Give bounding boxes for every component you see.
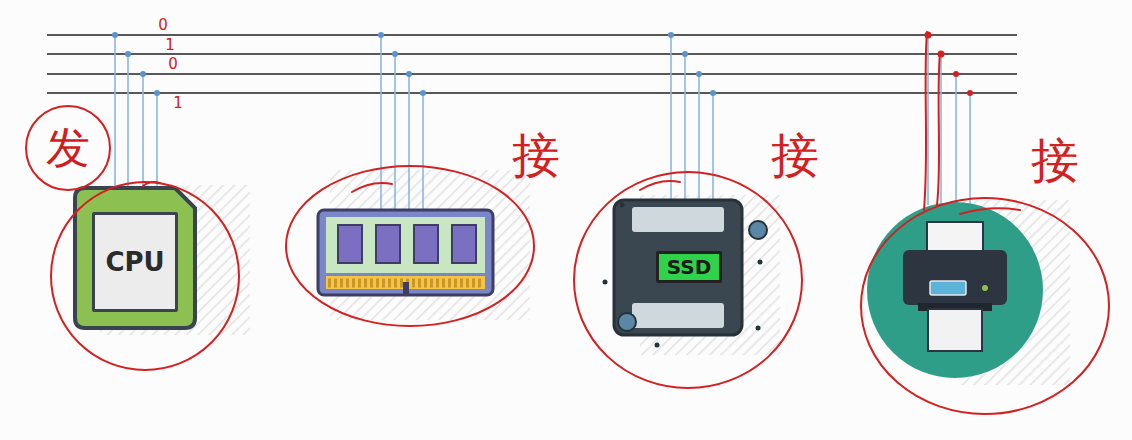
wire [712,93,714,202]
handwritten-stroke [352,183,392,192]
junction-dot [668,32,674,38]
memory-shadow [330,170,530,320]
junction-dot [392,51,398,57]
ssd-deco [620,203,625,208]
wire [927,35,929,205]
ssd-deco [618,313,636,331]
bit-digit: 0 [156,18,170,33]
junction-dot [406,71,412,77]
bit-digit: 1 [163,37,177,52]
junction-dot [140,71,146,77]
bus-line [47,34,1017,36]
handwritten-stroke [924,32,927,210]
memory-frame [318,210,493,295]
wire [394,54,396,212]
bit-digit: 1 [171,96,185,111]
junction-dot [938,51,945,58]
cpu-chip [75,188,195,328]
bit-digit: 0 [166,57,180,72]
device-wires [115,35,970,212]
memory-board [326,217,485,273]
ssd-deco [758,260,763,265]
handwritten-note: 接 [771,131,819,179]
ssd-deco [756,326,761,331]
junction-dot [112,32,118,38]
handwritten-circle [574,172,802,388]
printer-button [982,285,988,291]
device-label: CPU [105,249,164,275]
junction-dot [154,90,160,96]
handwritten-note: 接 [1031,136,1079,184]
printer-paper-out [928,309,982,351]
ssd-deco [655,343,660,348]
ssd-body [614,200,742,335]
wire [670,35,672,202]
memory-chip [452,225,476,263]
red-dots [925,32,974,97]
junction-dot [953,71,959,77]
printer-body [903,250,1007,305]
wire [940,54,942,205]
wire [380,35,382,212]
junction-dot [420,90,426,96]
handwritten-stroke [937,52,940,205]
handwritten-stroke [640,181,680,190]
cpu-label-plate: CPU [92,212,178,312]
bus-lines [47,35,1017,93]
ssd-icon [603,200,768,348]
junction-dot [378,32,384,38]
bus-line [47,53,1017,55]
junction-dot [967,90,973,96]
junction-dot [125,51,131,57]
handwritten-circle-note: 发 [24,104,112,192]
handwritten-circle [286,166,534,326]
wire [408,74,410,212]
wire [955,74,957,205]
junction-dot [925,32,932,39]
printer-disc [867,202,1043,378]
memory-chip [376,225,400,263]
wire [422,93,424,212]
ssd-deco [603,280,608,285]
handwritten-stroke [143,182,160,186]
printer-paper-in [927,222,983,254]
bus-line [47,73,1017,75]
handwritten-circle [51,182,239,370]
junction-dot [682,51,688,57]
memory-chip [414,225,438,263]
junction-dot [710,90,716,96]
wire [684,54,686,202]
wire-dots [112,32,716,96]
ssd-label-plate: SSD [656,251,722,283]
cpu-icon [75,188,195,328]
handwritten-circle [861,198,1109,414]
wire [114,35,116,210]
printer-icon [867,202,1043,378]
printer-screen [930,281,966,295]
red-annotations [51,32,1109,414]
handwritten-circle [26,106,110,190]
handwritten-note: 发 [46,126,90,170]
junction-dot [696,71,702,77]
ssd-bar [632,207,724,232]
handwritten-stroke [960,208,1020,214]
handwritten-note: 接 [512,131,560,179]
memory-chip [338,225,362,263]
memory-icon [318,210,493,295]
bus-line [47,92,1017,94]
memory-notch [403,282,409,295]
device-label: SSD [667,257,712,277]
wire [969,93,971,205]
ssd-deco [749,221,767,239]
ssd-bar [632,303,724,328]
wire [698,74,700,202]
